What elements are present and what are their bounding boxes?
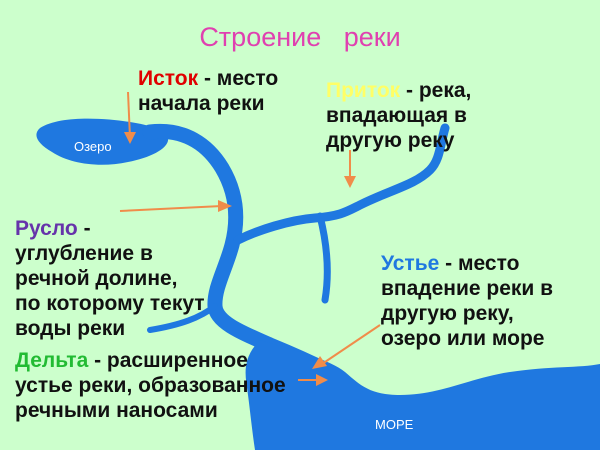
delta-definition-start: - расширенное — [88, 349, 248, 372]
ruslo-description: Русло - углубление в речной долине, по к… — [15, 216, 205, 341]
delta-branch-left — [147, 303, 218, 333]
ustye-description: Устье - место впадение реки в другую рек… — [381, 251, 553, 351]
istok-line: начала реки — [138, 92, 265, 115]
ruslo-line: углубление в — [15, 242, 153, 265]
ruslo-term: Русло — [15, 217, 78, 240]
pritok-line: другую реку — [326, 129, 455, 152]
ustye-term: Устье — [381, 252, 440, 275]
pritok-term: Приток — [326, 79, 401, 102]
delta-line: устье реки, образованное — [15, 374, 286, 397]
sea-label: МОРЕ — [375, 417, 414, 432]
pritok-definition-start: - река, — [400, 79, 472, 102]
delta-term: Дельта — [15, 349, 89, 372]
ustye-line: озеро или море — [381, 327, 545, 350]
ruslo-definition-start: - — [77, 217, 91, 240]
sea-shape — [245, 340, 600, 450]
arrow-pritok — [344, 150, 356, 188]
tributary-inner — [316, 212, 331, 304]
arrow-delta — [298, 374, 328, 386]
ruslo-line: речной долине, — [15, 267, 178, 290]
lake-label: Озеро — [74, 139, 112, 154]
ustye-line: впадение реки в — [381, 277, 554, 300]
arrow-ruslo — [119, 200, 232, 212]
delta-description: Дельта - расширенное устье реки, образов… — [15, 348, 286, 423]
pritok-description: Приток - река, впадающая в другую реку — [326, 78, 471, 153]
delta-line: речными наносами — [15, 399, 218, 422]
ustye-line: другую реку, — [381, 302, 514, 325]
arrow-istok — [124, 91, 136, 144]
lake-shape — [36, 118, 169, 165]
pritok-line: впадающая в — [326, 104, 467, 127]
istok-term: Исток — [138, 67, 199, 90]
ustye-definition-start: - место — [439, 252, 520, 275]
ruslo-line: по которому текут — [15, 292, 205, 315]
arrow-ustye — [312, 324, 381, 369]
istok-description: Исток - место начала реки — [138, 66, 278, 116]
tributary-channel — [233, 123, 450, 245]
ruslo-line: воды реки — [15, 317, 126, 340]
page-title: Строение реки — [199, 22, 401, 52]
istok-definition-start: - место — [198, 67, 279, 90]
